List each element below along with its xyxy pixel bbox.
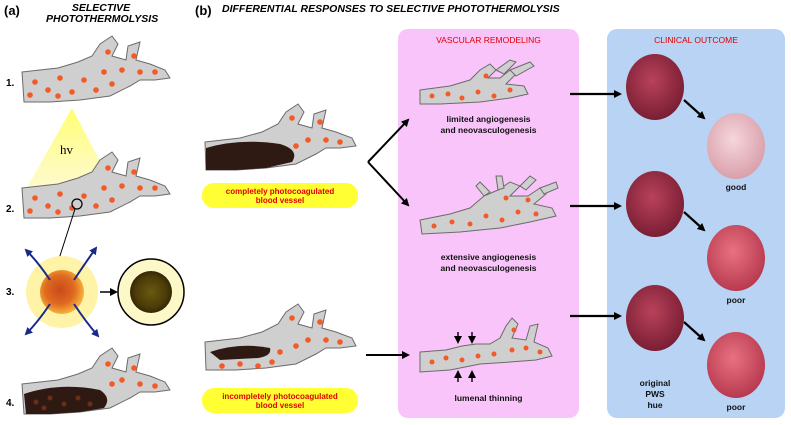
magnify-leader-line xyxy=(57,208,76,263)
extensive-caption-line1: extensive angiogenesis xyxy=(440,252,537,262)
rbc-cells-vessel-4 xyxy=(105,361,158,389)
lumenal-thinning-vessel xyxy=(419,317,553,373)
original-hue-line3: hue xyxy=(647,400,663,410)
step-label-3: 3. xyxy=(6,287,15,298)
completely-label-pill xyxy=(202,183,358,208)
rbc-cells-vessel-1 xyxy=(27,49,158,99)
limited-caption-line1: limited angiogenesis xyxy=(446,114,531,124)
limited-caption-line2: and neovasculogenesis xyxy=(440,125,537,135)
pws-lesion-result-good xyxy=(707,113,765,179)
incompletely-label-line1: incompletely photocoagulated xyxy=(222,392,338,401)
panel-a-heading-line2: PHOTOTHERMOLYSIS xyxy=(46,13,159,25)
vessel-4-coagulated xyxy=(21,347,171,415)
rbc-cells-complete-vessel xyxy=(289,115,343,149)
outcome-poor-label-2: poor xyxy=(726,402,746,412)
outcome-good-label: good xyxy=(725,182,747,192)
thinning-compression-arrows xyxy=(454,332,476,382)
completely-label-line1: completely photocoagulated xyxy=(225,187,335,196)
vessel-1-intact xyxy=(21,35,171,103)
selected-rbc-magnify-marker xyxy=(71,198,83,210)
step-label-1: 1. xyxy=(6,78,15,89)
rbc-cells-thinning xyxy=(429,327,543,365)
outcome-arrows xyxy=(570,90,706,342)
complete-coagulated-vessel xyxy=(204,103,357,171)
incomplete-coagulated-vessel xyxy=(204,303,357,371)
rbc-cells-limited xyxy=(429,73,513,101)
panel-a-heading-line1: SELECTIVE xyxy=(71,2,131,14)
incompletely-label-line2: blood vessel xyxy=(255,401,305,410)
outcome-poor-label-1: poor xyxy=(726,295,746,305)
thinning-caption: lumenal thinning xyxy=(454,393,523,403)
panel-a-label: (a) xyxy=(4,3,20,18)
step-label-4: 4. xyxy=(6,398,15,409)
incompletely-label-pill xyxy=(202,388,358,413)
heated-rbc-cell xyxy=(26,256,98,328)
vascular-remodeling-title: VASCULAR REMODELING xyxy=(436,35,541,45)
coagulated-rbc-cell xyxy=(117,258,185,326)
rbc-cells-incomplete-vessel xyxy=(219,315,343,369)
light-symbol-label: hv xyxy=(60,142,73,157)
clinical-outcome-title: CLINICAL OUTCOME xyxy=(654,35,738,45)
rbc-cells-extensive xyxy=(431,195,539,229)
panel-b-heading: DIFFERENTIAL RESPONSES TO SELECTIVE PHOT… xyxy=(222,3,560,15)
completely-label-line2: blood vessel xyxy=(255,196,305,205)
step-label-2: 2. xyxy=(6,204,15,215)
extensive-caption-line2: and neovasculogenesis xyxy=(440,263,537,273)
pws-lesion-original-3 xyxy=(626,285,684,351)
original-hue-line2: PWS xyxy=(645,389,665,399)
response-branch-arrows xyxy=(366,118,410,359)
panel-b-label: (b) xyxy=(195,3,212,18)
pws-lesion-result-poor-1 xyxy=(707,225,765,291)
heat-diffusion-arrows xyxy=(24,246,100,338)
pws-lesion-result-poor-2 xyxy=(707,332,765,398)
original-hue-line1: original xyxy=(639,378,671,388)
vessel-2-irradiated xyxy=(21,151,171,219)
pws-lesion-original-1 xyxy=(626,54,684,120)
pws-lesion-original-2 xyxy=(626,171,684,237)
